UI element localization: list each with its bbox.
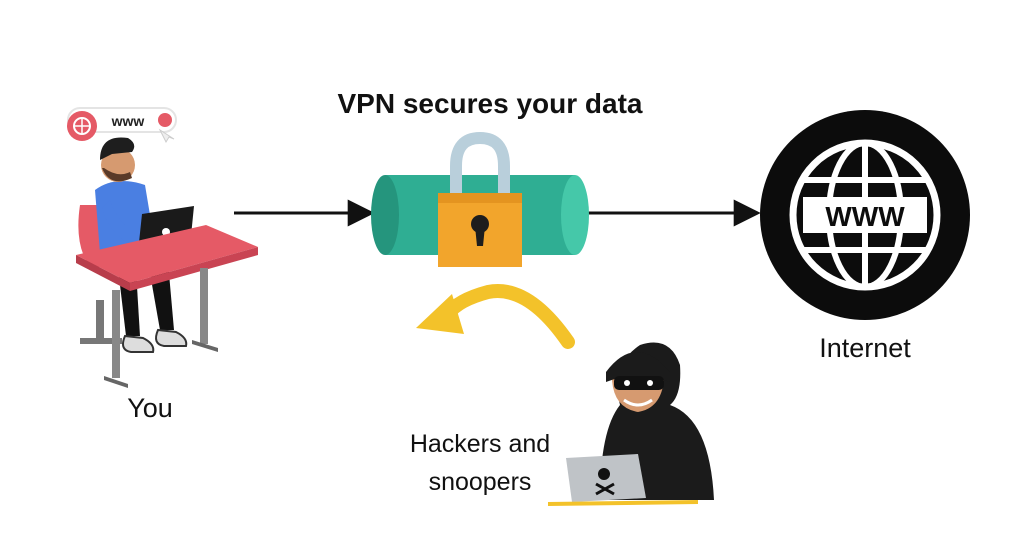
padlock-icon: [438, 131, 522, 267]
deflected-arrow-icon: [416, 284, 575, 349]
www-globe-icon: WWW: [760, 110, 970, 320]
you-label: You: [127, 393, 173, 423]
hooded-hacker-icon: [548, 342, 714, 506]
internet-label: Internet: [819, 333, 911, 363]
globe-text: WWW: [825, 201, 905, 232]
www-browser-bar-icon: www: [67, 107, 177, 144]
diagram-title: VPN secures your data: [337, 88, 643, 119]
hackers-label: Hackers and snoopers: [409, 430, 551, 496]
person-at-laptop-icon: www: [67, 107, 258, 388]
browser-text: www: [111, 113, 145, 129]
